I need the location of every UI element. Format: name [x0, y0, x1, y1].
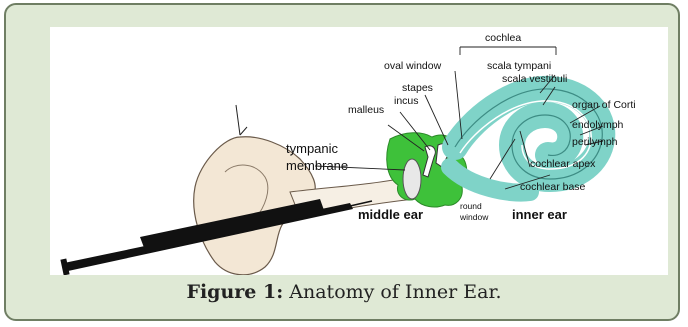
caption-prefix: Figure 1:: [186, 281, 283, 303]
label-scala-vestibuli: scala vestibuli: [502, 73, 567, 85]
label-incus: incus: [394, 95, 419, 107]
label-membrane: membrane: [286, 158, 348, 173]
label-cochlear-base: cochlear base: [520, 181, 586, 193]
label-tympanic: tympanic: [286, 141, 339, 156]
label-scala-tympani: scala tympani: [487, 60, 551, 72]
label-cochlear-apex: cochlear apex: [530, 158, 596, 170]
label-perilymph: perilymph: [572, 136, 618, 148]
caption-text: Anatomy of Inner Ear.: [283, 281, 501, 303]
figure-frame: cochlea oval window scala tympani scala …: [4, 3, 680, 321]
label-inner-ear: inner ear: [512, 207, 567, 222]
diagram-panel: cochlea oval window scala tympani scala …: [50, 27, 668, 275]
label-middle-ear: middle ear: [358, 207, 423, 222]
label-cochlea: cochlea: [485, 32, 521, 44]
ear-anatomy-diagram: cochlea oval window scala tympani scala …: [50, 27, 668, 275]
label-organ-of-corti: organ of Corti: [572, 99, 636, 111]
label-round: round: [460, 201, 482, 211]
label-malleus: malleus: [348, 104, 384, 116]
label-window: window: [459, 212, 489, 222]
label-stapes: stapes: [402, 82, 433, 94]
figure-caption: Figure 1: Anatomy of Inner Ear.: [6, 281, 682, 303]
tympanic-membrane-shape: [403, 159, 421, 199]
label-endolymph: endolymph: [572, 119, 624, 131]
label-oval-window: oval window: [384, 60, 442, 72]
